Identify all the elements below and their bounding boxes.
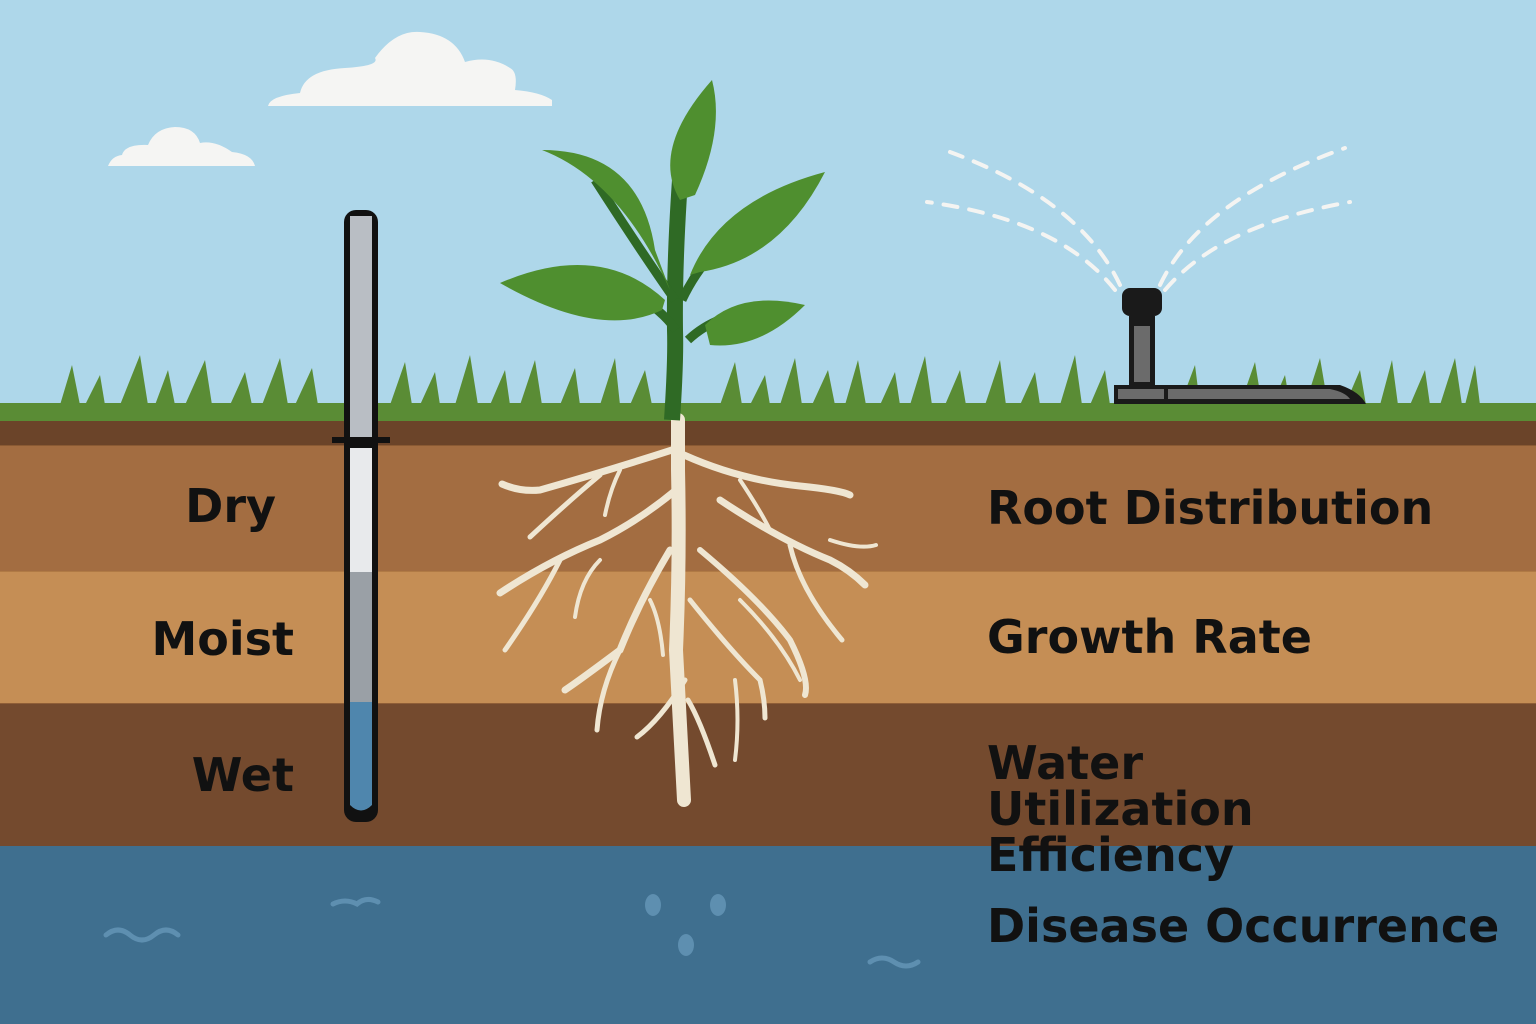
groundwater-layer	[0, 846, 1536, 1024]
moisture-label-dry: Dry	[185, 479, 276, 533]
grass	[0, 355, 1536, 421]
dry-soil-layer	[0, 445, 1536, 572]
topsoil-layer	[0, 420, 1536, 445]
effect-label-water-utilization-efficiency: Water Utilization Efficiency	[987, 736, 1254, 882]
sprinkler-icon	[925, 146, 1366, 404]
water-ripples	[103, 896, 921, 969]
cloud-icon	[108, 127, 255, 166]
effect-label-growth-rate: Growth Rate	[987, 610, 1312, 664]
root-system	[496, 413, 878, 807]
cloud-icon	[268, 31, 552, 106]
wet-soil-layer	[0, 703, 1536, 847]
bubbles	[645, 894, 726, 956]
moisture-probe-icon	[332, 210, 390, 822]
plant-icon	[500, 80, 825, 421]
moisture-label-wet: Wet	[191, 748, 294, 802]
moist-soil-layer	[0, 571, 1536, 704]
effect-label-disease-occurrence: Disease Occurrence	[987, 899, 1500, 953]
moisture-label-moist: Moist	[151, 612, 294, 666]
effect-label-root-distribution: Root Distribution	[987, 481, 1434, 535]
